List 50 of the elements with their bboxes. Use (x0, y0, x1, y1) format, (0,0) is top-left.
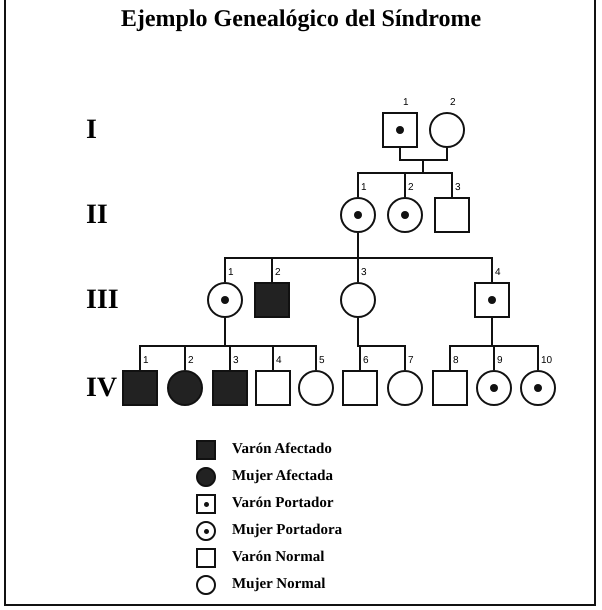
male-square (432, 370, 468, 406)
legend-label: Mujer Normal (232, 576, 326, 593)
legend-label: Mujer Afectada (232, 468, 333, 485)
male-square (382, 112, 418, 148)
individual-number: 3 (361, 267, 367, 278)
female-circle (387, 370, 423, 406)
title: Ejemplo Genealógico del Síndrome (120, 6, 482, 33)
generation-label: IV (86, 372, 118, 404)
female-circle (429, 112, 465, 148)
female-circle (298, 370, 334, 406)
female-circle (167, 370, 203, 406)
individual-number: 3 (233, 355, 239, 366)
individual-number: 5 (319, 355, 325, 366)
generation-label: II (86, 199, 108, 231)
legend-label: Varón Afectado (232, 441, 332, 458)
individual-number: 2 (275, 267, 281, 278)
individual-number: 1 (228, 267, 234, 278)
individual-number: 9 (497, 355, 503, 366)
male-square (212, 370, 248, 406)
individual-number: 1 (143, 355, 149, 366)
female-circle (476, 370, 512, 406)
generation-label: I (86, 114, 97, 146)
legend-label: Mujer Portadora (232, 522, 342, 539)
individual-number: 6 (363, 355, 369, 366)
male-square (434, 197, 470, 233)
female-circle (340, 197, 376, 233)
individual-number: 7 (408, 355, 414, 366)
legend-label: Varón Normal (232, 549, 324, 566)
pedigree-line (357, 233, 493, 282)
individual-number: 4 (495, 267, 501, 278)
female-circle (387, 197, 423, 233)
individual-number: 4 (276, 355, 282, 366)
individual-number: 8 (453, 355, 459, 366)
female-circle (207, 282, 243, 318)
male-square (254, 282, 290, 318)
male-square (342, 370, 378, 406)
individual-number: 2 (450, 97, 456, 108)
legend-label: Varón Portador (232, 495, 334, 512)
male-square (474, 282, 510, 318)
generation-label: III (86, 284, 119, 316)
individual-number: 2 (188, 355, 194, 366)
female-circle (340, 282, 376, 318)
individual-number: 2 (408, 182, 414, 193)
individual-number: 10 (541, 355, 552, 366)
female-circle (520, 370, 556, 406)
individual-number: 1 (403, 97, 409, 108)
individual-number: 1 (361, 182, 367, 193)
male-square (255, 370, 291, 406)
male-square (122, 370, 158, 406)
individual-number: 3 (455, 182, 461, 193)
